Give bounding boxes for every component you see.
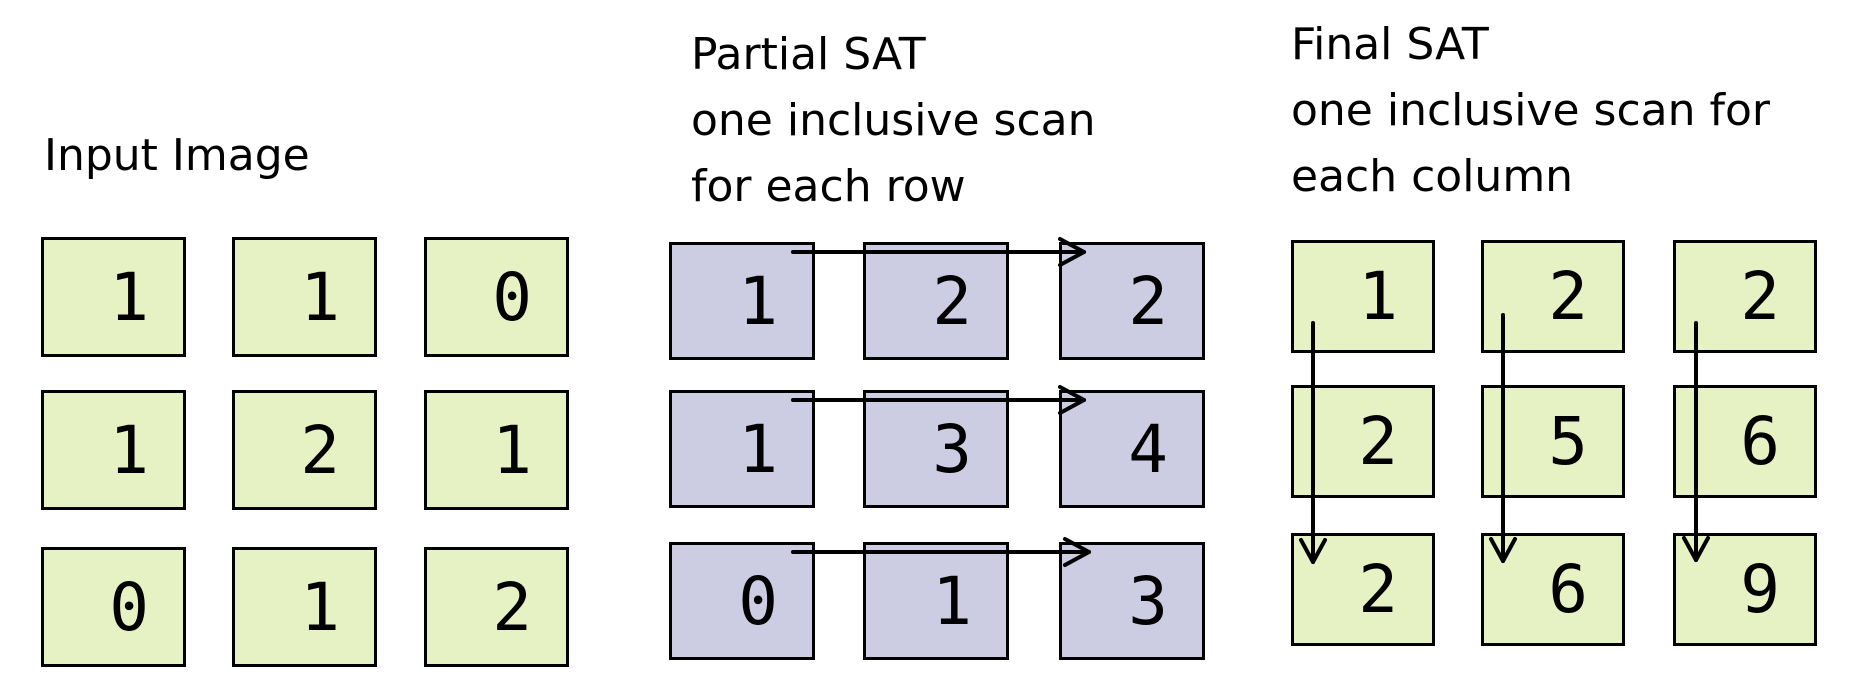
partial-cell: 2 — [863, 242, 1009, 360]
input-title-line-1: Input Image — [44, 130, 310, 181]
final-cell: 6 — [1673, 385, 1817, 498]
input-cell: 1 — [232, 237, 377, 357]
final-cell: 5 — [1481, 385, 1625, 498]
partial-title-line-3: for each row — [691, 161, 966, 212]
input-image-title: Input Image — [44, 123, 310, 189]
partial-cell: 4 — [1059, 390, 1205, 508]
partial-cell: 1 — [863, 542, 1009, 660]
final-sat-title: Final SAT one inclusive scan for each co… — [1291, 12, 1770, 210]
partial-title-line-1: Partial SAT — [691, 29, 926, 80]
final-cell: 2 — [1481, 240, 1625, 353]
input-cell: 2 — [424, 547, 569, 667]
partial-cell: 3 — [1059, 542, 1205, 660]
partial-cell: 0 — [669, 542, 815, 660]
input-cell: 1 — [232, 547, 377, 667]
input-cell: 1 — [41, 390, 186, 510]
input-cell: 1 — [41, 237, 186, 357]
partial-cell: 1 — [669, 242, 815, 360]
final-cell: 2 — [1291, 533, 1435, 646]
partial-cell: 1 — [669, 390, 815, 508]
final-cell: 2 — [1673, 240, 1817, 353]
input-cell: 0 — [424, 237, 569, 357]
input-cell: 0 — [41, 547, 186, 667]
final-cell: 9 — [1673, 533, 1817, 646]
partial-sat-title: Partial SAT one inclusive scan for each … — [691, 22, 1096, 220]
input-cell: 2 — [232, 390, 377, 510]
input-cell: 1 — [424, 390, 569, 510]
partial-title-line-2: one inclusive scan — [691, 95, 1096, 146]
final-title-line-1: Final SAT — [1291, 19, 1489, 70]
final-cell: 2 — [1291, 385, 1435, 498]
final-title-line-3: each column — [1291, 151, 1574, 202]
final-title-line-2: one inclusive scan for — [1291, 85, 1770, 136]
final-cell: 1 — [1291, 240, 1435, 353]
final-cell: 6 — [1481, 533, 1625, 646]
partial-cell: 2 — [1059, 242, 1205, 360]
partial-cell: 3 — [863, 390, 1009, 508]
